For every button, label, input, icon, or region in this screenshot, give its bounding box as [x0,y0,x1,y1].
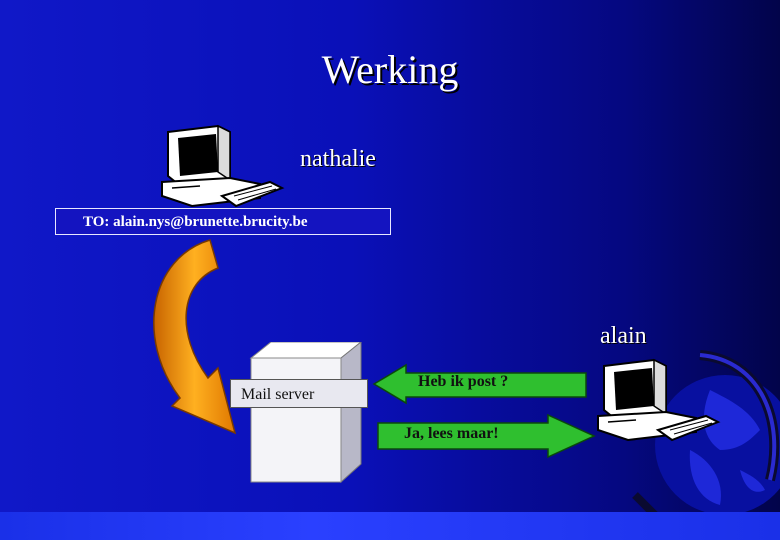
request-message: Heb ik post ? [418,373,509,390]
request-arrow-icon [372,363,587,405]
reply-message: Ja, lees maar! [404,425,499,442]
sender-name: nathalie [300,146,376,172]
bottom-bar [0,512,780,540]
reply-arrow-icon [377,413,596,459]
mail-server-label: Mail server [230,379,368,408]
recipient-address-field: TO: alain.nys@brunette.brucity.be [55,208,391,235]
receiver-name: alain [600,323,647,349]
server-tower-icon [249,342,362,484]
sender-computer-icon [161,124,285,208]
globe-icon [632,350,780,520]
curved-arrow-icon [153,239,237,435]
receiver-computer-icon [597,358,721,442]
slide-title: Werking [321,47,459,92]
